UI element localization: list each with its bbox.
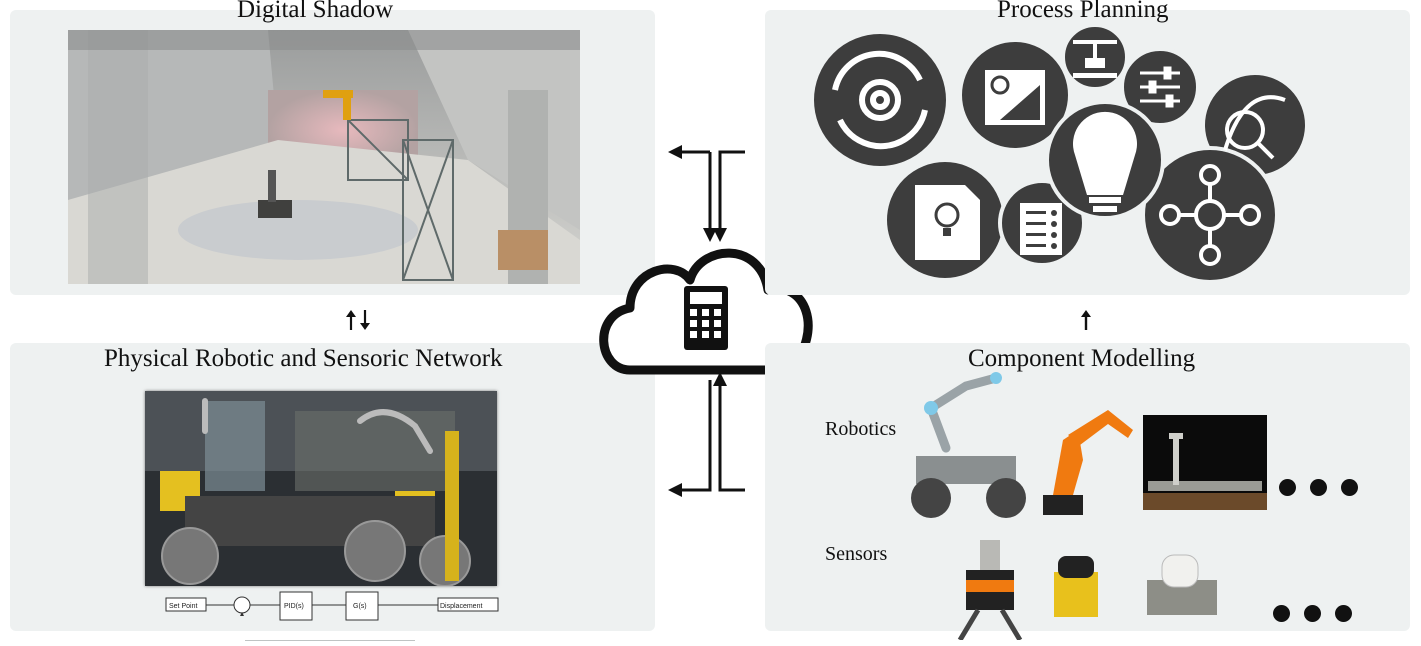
industrial-robot-arm-image bbox=[1043, 410, 1133, 515]
checklist-icon bbox=[1020, 203, 1062, 255]
physical-network-title: Physical Robotic and Sensoric Network bbox=[104, 345, 503, 372]
digital-shadow-title: Digital Shadow bbox=[237, 0, 394, 23]
bidirectional-arrows-icon bbox=[346, 310, 370, 330]
search-curve-icon bbox=[1223, 95, 1286, 160]
gear-cycle-icon bbox=[832, 50, 928, 150]
sensors-label: Sensors bbox=[825, 543, 888, 565]
sliders-icon bbox=[1140, 66, 1180, 108]
robotics-label: Robotics bbox=[825, 418, 897, 440]
control-loop-diagram: Set Point PID(s) G(s) Displacement bbox=[165, 591, 499, 621]
component-modelling-title: Component Modelling bbox=[968, 345, 1196, 372]
robot-platform-photo bbox=[145, 391, 497, 586]
divider-line bbox=[245, 640, 415, 641]
process-planning-title: Process Planning bbox=[997, 0, 1169, 23]
block-plant-label: G(s) bbox=[353, 603, 367, 610]
blueprint-icon bbox=[985, 70, 1045, 125]
document-idea-icon bbox=[915, 185, 980, 260]
crane-icon bbox=[1073, 40, 1117, 78]
sensors-more-dots bbox=[1273, 605, 1352, 622]
lightbulb-icon bbox=[1073, 111, 1137, 212]
gantry-robot-photo bbox=[1143, 415, 1267, 510]
process-planning-icon-cluster bbox=[810, 25, 1309, 284]
network-icon bbox=[1159, 164, 1261, 266]
total-station-sensor-image bbox=[957, 540, 1023, 640]
cloud-exchange-diagram bbox=[599, 145, 813, 497]
block-input-label: Set Point bbox=[169, 603, 197, 610]
block-output-label: Displacement bbox=[440, 603, 482, 610]
laser-scanner-sensor-image bbox=[1054, 556, 1098, 617]
robotics-more-dots bbox=[1279, 479, 1358, 496]
mobile-manipulator-image bbox=[911, 372, 1026, 518]
up-arrow-icon bbox=[1081, 310, 1091, 330]
digital-shadow-render-image bbox=[68, 30, 580, 284]
lidar-sensor-image bbox=[1147, 554, 1217, 615]
block-controller-label: PID(s) bbox=[284, 603, 304, 610]
calculator-icon bbox=[684, 286, 728, 350]
